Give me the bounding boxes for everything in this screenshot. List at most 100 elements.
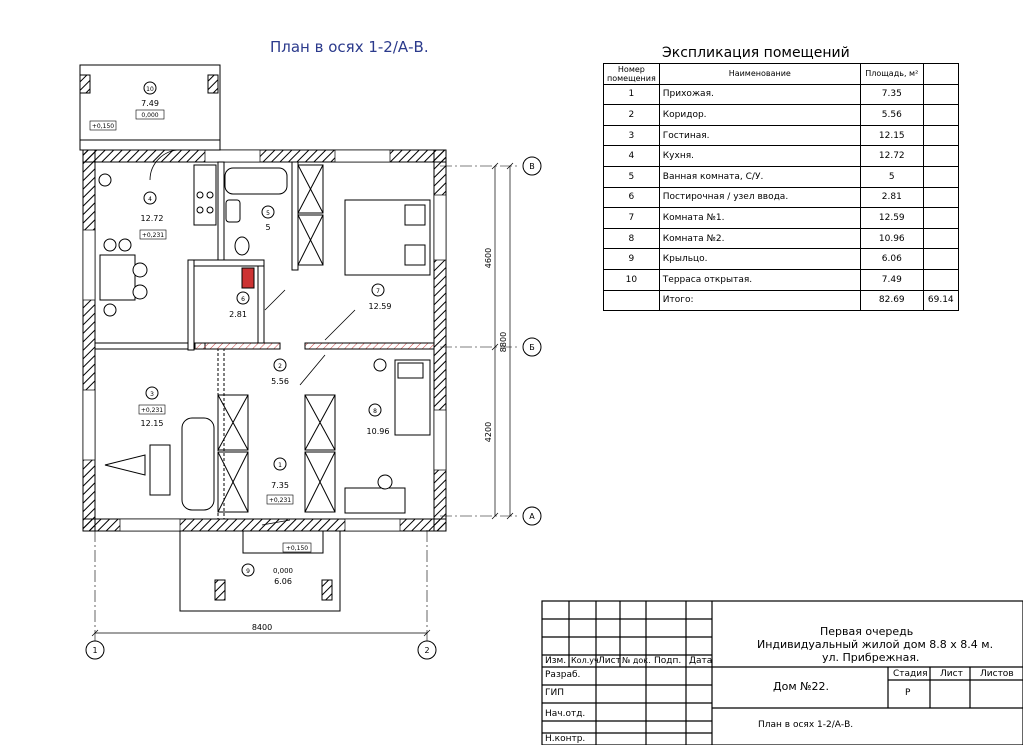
room-number: 4: [603, 145, 660, 167]
room-8-area: 10.96: [367, 427, 390, 436]
room-name: Постирочная / узел ввода.: [658, 186, 861, 209]
room-extra: [922, 104, 959, 126]
header-number: Номер помещения: [603, 63, 660, 85]
explication-table: Номер помещения Наименование Площадь, м²…: [603, 63, 959, 312]
axis-label-c: В: [529, 162, 535, 171]
room-name: Прихожая.: [658, 83, 861, 106]
room-extra: [922, 248, 959, 270]
total-area: 82.69: [859, 289, 924, 312]
tb-role-nachotd: Нач.отд.: [545, 709, 586, 719]
doors: [149, 149, 356, 526]
header-area: Площадь, м²: [859, 63, 924, 85]
axis-marker-1: [85, 640, 105, 660]
room-area: 2.81: [859, 186, 924, 209]
axis-label-a: А: [529, 512, 535, 521]
furniture: [98, 164, 431, 514]
tb-stage-label: Стадия: [893, 669, 928, 679]
room-extra: [922, 186, 959, 209]
room-area: 7.49: [859, 268, 924, 291]
room-5-no: 5: [266, 210, 270, 217]
room-extra: [922, 207, 959, 229]
room-4-level: +0,231: [142, 232, 164, 239]
tb-sheets-label: Листов: [980, 669, 1014, 679]
room-area: 10.96: [859, 227, 924, 250]
room-number: 8: [603, 227, 660, 250]
wardrobes: [217, 164, 336, 513]
axis-marker-c: [522, 156, 542, 176]
room-extra: [922, 227, 959, 250]
room-number: 9: [603, 248, 660, 270]
dimension-lines: [91, 162, 514, 637]
room-10-level: 0,000: [141, 112, 158, 119]
axis-label-2: 2: [424, 646, 429, 655]
room-name: Гостиная.: [658, 124, 861, 147]
room-number: 5: [603, 165, 660, 188]
axis-label-1: 1: [92, 646, 97, 655]
porch: [179, 530, 341, 612]
tb-project-line3: ул. Прибрежная.: [822, 651, 920, 664]
tb-house: Дом №22.: [773, 680, 830, 693]
axis-label-b: Б: [529, 343, 535, 352]
terrace-level: +0,150: [92, 123, 114, 130]
header-extra: [922, 63, 959, 85]
room-10-area: 7.49: [141, 99, 159, 108]
room-4-area: 12.72: [141, 214, 164, 223]
room-area: 5: [859, 165, 924, 188]
room-extra: [922, 145, 959, 167]
title-block-grid: [541, 600, 1023, 745]
room-6-area: 2.81: [229, 310, 247, 319]
tb-sheet-title: План в осях 1-2/А-В.: [758, 720, 854, 730]
tb-col-doc: № док.: [622, 656, 651, 665]
room-area: 7.35: [859, 83, 924, 106]
room-area: 12.72: [859, 145, 924, 167]
windows: [82, 149, 447, 532]
explication-title: Экспликация помещений: [662, 45, 850, 61]
room-8-no: 8: [373, 408, 377, 415]
explication-total-row: Итого: 82.69 69.14: [603, 289, 959, 312]
room-number: 3: [603, 124, 660, 147]
dim-total-span: 8800: [499, 332, 508, 352]
room-area: 5.56: [859, 104, 924, 126]
room-7-no: 7: [376, 288, 380, 295]
axis-marker-2: [417, 640, 437, 660]
room-number: 7: [603, 207, 660, 229]
room-area: 6.06: [859, 248, 924, 270]
dim-bottom-span: 4200: [484, 422, 493, 442]
porch-level: +0,150: [286, 545, 308, 552]
tb-project-line1: Первая очередь: [820, 625, 914, 638]
tb-stage-value: Р: [905, 688, 911, 698]
room-area: 12.15: [859, 124, 924, 147]
room-name: Ванная комната, С/У.: [658, 165, 861, 188]
room-9-level: 0,000: [273, 567, 293, 575]
tb-role-razrab: Разраб.: [545, 670, 581, 680]
room-extra: [922, 124, 959, 147]
room-name: Кухня.: [658, 145, 861, 167]
tb-col-izm: Изм.: [545, 656, 567, 666]
room-2-area: 5.56: [271, 377, 289, 386]
room-3-no: 3: [150, 391, 154, 398]
room-10-no: 10: [146, 86, 154, 93]
header-name: Наименование: [658, 63, 861, 85]
dim-width: 8400: [252, 623, 272, 632]
room-extra: [922, 165, 959, 188]
room-number: 10: [603, 268, 660, 291]
tb-role-nkontr: Н.контр.: [545, 734, 586, 744]
room-5-area: 5: [265, 223, 270, 232]
axis-marker-b: [522, 337, 542, 357]
total-extra: 69.14: [922, 289, 959, 312]
room-name: Крыльцо.: [658, 248, 861, 270]
room-number: 1: [603, 83, 660, 106]
room-1-level: +0,231: [269, 497, 291, 504]
room-name: Коридор.: [658, 104, 861, 126]
tb-col-kol: Кол.уч: [571, 656, 599, 665]
room-name: Терраса открытая.: [658, 268, 861, 291]
room-7-area: 12.59: [369, 302, 392, 311]
